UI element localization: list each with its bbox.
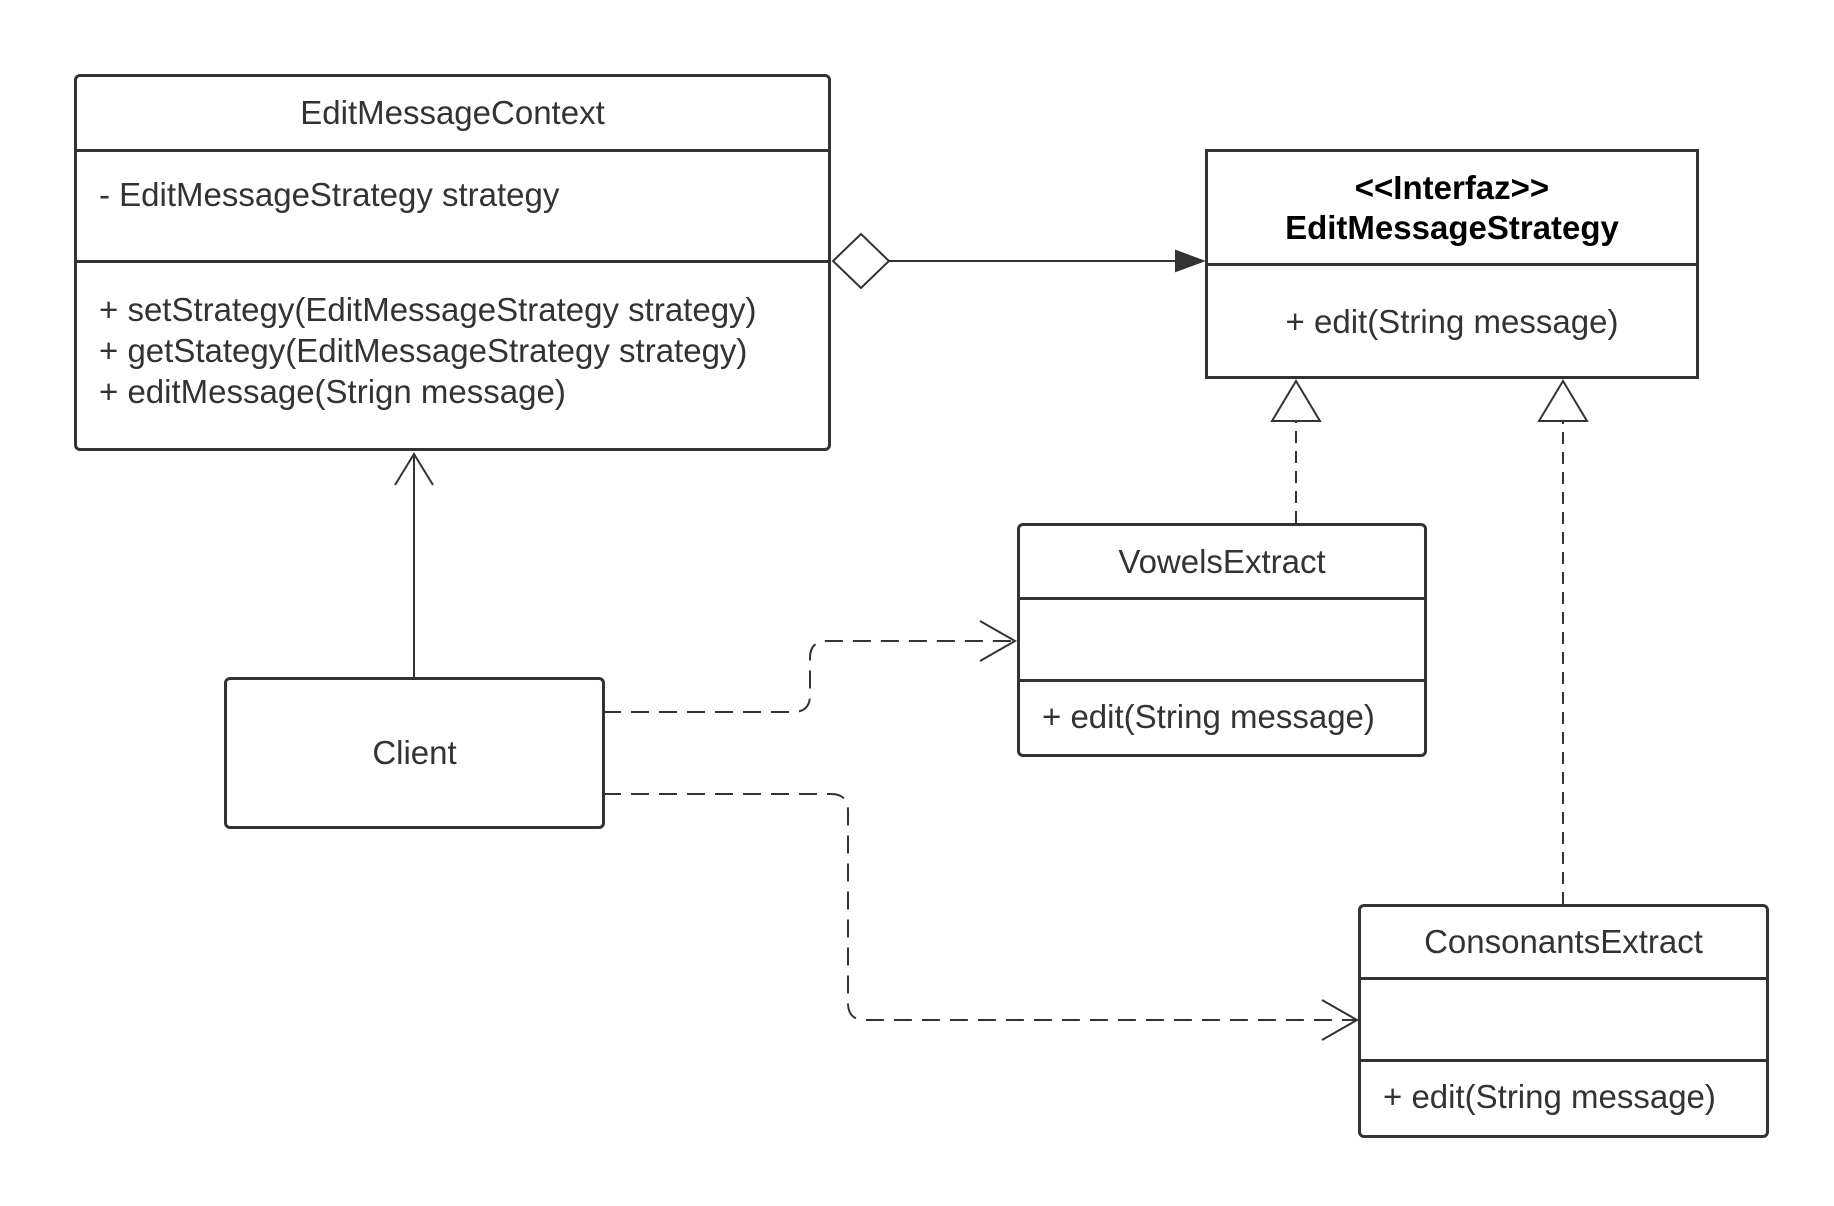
class-vowels-extract[interactable]: VowelsExtract + edit(String message): [1017, 523, 1427, 757]
interface-name: EditMessageStrategy: [1285, 208, 1619, 246]
method-set-strategy: + setStrategy(EditMessageStrategy strate…: [99, 291, 757, 328]
class-name-section: ConsonantsExtract: [1361, 907, 1766, 977]
dependency-connector-vowels: [603, 620, 1018, 713]
methods-section: + setStrategy(EditMessageStrategy strate…: [77, 260, 828, 412]
class-name-section: EditMessageContext: [77, 77, 828, 149]
interface-stereotype: <<Interfaz>>: [1354, 168, 1550, 206]
association-connector: [394, 452, 434, 678]
methods-section: + edit(String message): [1361, 1059, 1766, 1117]
class-name: VowelsExtract: [1118, 542, 1326, 580]
class-name: Client: [372, 734, 457, 771]
interface-edit-message-strategy[interactable]: <<Interfaz>> EditMessageStrategy + edit(…: [1205, 149, 1699, 379]
method-get-strategy: + getStategy(EditMessageStrategy strateg…: [99, 332, 748, 369]
attribute-strategy: - EditMessageStrategy strategy: [99, 176, 560, 213]
aggregation-arrowhead: [1175, 249, 1206, 273]
class-client[interactable]: Client: [224, 677, 605, 829]
dependency-connector-consonants: [603, 793, 1360, 1041]
class-name-section: VowelsExtract: [1020, 526, 1424, 597]
attributes-section: - EditMessageStrategy strategy: [77, 149, 828, 260]
realization-connector-vowels: [1270, 379, 1322, 523]
method-edit: + edit(String message): [1042, 698, 1375, 735]
class-name: ConsonantsExtract: [1424, 923, 1703, 960]
class-edit-message-context[interactable]: EditMessageContext - EditMessageStrategy…: [74, 74, 831, 451]
interface-name-section: <<Interfaz>> EditMessageStrategy: [1208, 152, 1696, 263]
attributes-section: [1020, 597, 1424, 679]
methods-section: + edit(String message): [1020, 679, 1424, 737]
aggregation-diamond: [831, 232, 891, 290]
class-consonants-extract[interactable]: ConsonantsExtract + edit(String message): [1358, 904, 1769, 1138]
attributes-section: [1361, 977, 1766, 1059]
realization-connector-consonants: [1537, 379, 1589, 904]
method-edit: + edit(String message): [1383, 1078, 1716, 1115]
method-edit: + edit(String message): [1285, 302, 1619, 340]
class-name: EditMessageContext: [300, 94, 605, 131]
method-edit-message: + editMessage(Strign message): [99, 373, 566, 410]
methods-section: + edit(String message): [1208, 263, 1696, 376]
